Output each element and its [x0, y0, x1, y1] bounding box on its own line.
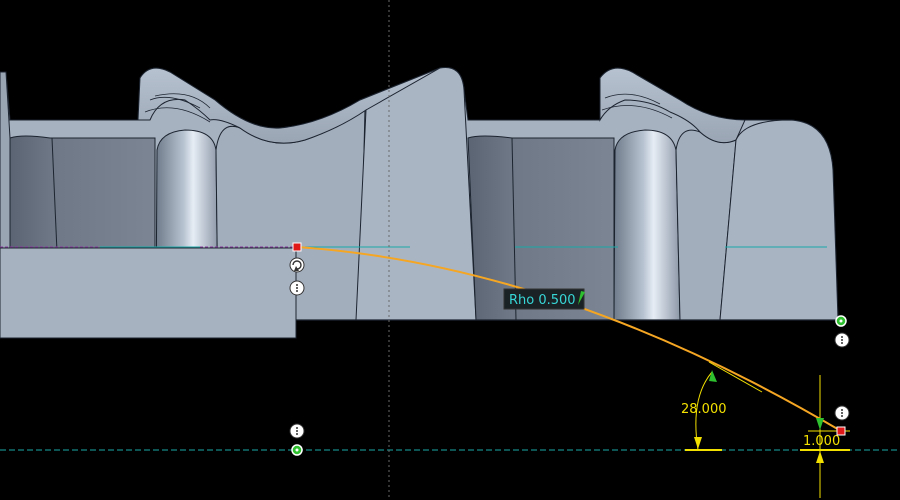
ridge-right-top — [599, 67, 746, 144]
rho-callout-label: Rho 0.500 — [509, 293, 576, 308]
start-point-handle[interactable] — [292, 242, 302, 252]
boss-cylinder-right — [613, 129, 681, 321]
fin-left — [355, 66, 477, 321]
rotate-icon[interactable] — [289, 257, 305, 273]
options-dots-icon[interactable] — [289, 423, 305, 439]
anchor-point-icon[interactable] — [835, 315, 847, 327]
end-block-right — [719, 119, 839, 321]
rho-callout[interactable]: Rho 0.500 — [503, 288, 585, 310]
anchor-point-icon[interactable] — [291, 444, 303, 456]
offset-dimension-value[interactable]: 1.000 — [803, 434, 840, 449]
ridge-fillet-lines-left — [144, 93, 211, 123]
options-dots-icon[interactable] — [834, 405, 850, 421]
sketch-plate[interactable] — [0, 247, 297, 339]
options-dots-icon[interactable] — [834, 332, 850, 348]
end-point-handle[interactable] — [836, 426, 846, 436]
angle-dimension[interactable]: 28.000 — [681, 361, 763, 451]
ridge-fillet-lines-right — [601, 93, 673, 119]
offset-dimension[interactable]: 1.000 — [800, 375, 850, 498]
angle-dimension-value[interactable]: 28.000 — [681, 402, 727, 417]
options-dots-icon[interactable] — [289, 280, 305, 296]
